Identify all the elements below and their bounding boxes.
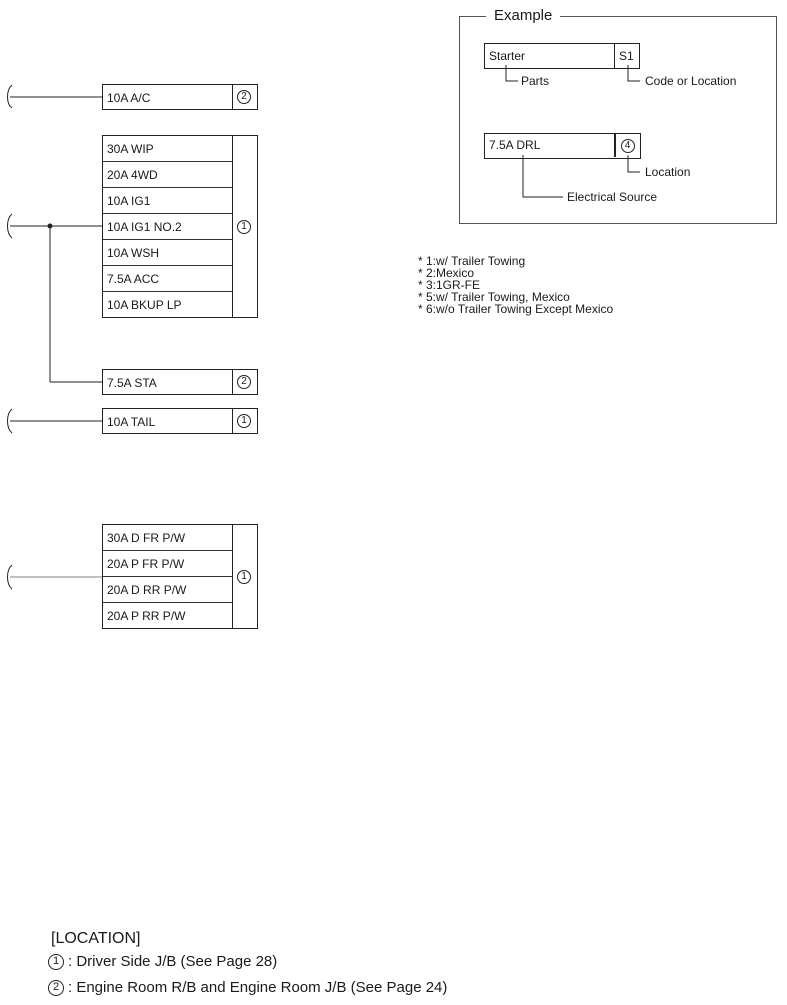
- fuse-names: 10A TAIL: [103, 409, 233, 433]
- location-legend-title: [LOCATION]: [51, 930, 141, 947]
- example-source-name: 7.5A DRL: [489, 138, 541, 152]
- fuse-label: 30A D FR P/W: [103, 525, 232, 551]
- fuse-label: 20A 4WD: [103, 162, 232, 188]
- example-source-label: Electrical Source: [567, 190, 658, 204]
- footnotes: * 1:w/ Trailer Towing * 2:Mexico * 3:1GR…: [418, 255, 613, 315]
- fuse-label: 10A IG1 NO.2: [103, 214, 232, 240]
- footnote: * 2:Mexico: [418, 266, 475, 280]
- location-number: 1: [237, 569, 251, 584]
- leader-source: [522, 155, 563, 198]
- fuse-label: 7.5A ACC: [103, 266, 232, 292]
- location-cell: 2: [231, 370, 257, 394]
- fuse-label: 20A P RR P/W: [107, 609, 186, 623]
- fuse-label: 10A IG1: [103, 188, 232, 214]
- fuse-label: 20A D RR P/W: [103, 577, 232, 603]
- footnote: * 1:w/ Trailer Towing: [418, 254, 526, 268]
- footnote: * 5:w/ Trailer Towing, Mexico: [418, 290, 570, 304]
- example-code-label: Code or Location: [645, 74, 737, 88]
- location-legend-item-2: 2 : Engine Room R/B and Engine Room J/B …: [48, 979, 447, 996]
- fuse-names: 30A D FR P/W 20A P FR P/W 20A D RR P/W 2…: [103, 525, 233, 628]
- fuse-box-main: 30A WIP 20A 4WD 10A IG1 10A IG1 NO.2 10A…: [102, 135, 258, 318]
- fuse-label: 10A TAIL: [107, 415, 156, 429]
- example-source-box: 7.5A DRL 4: [484, 133, 641, 159]
- footnote: * 3:1GR-FE: [418, 278, 481, 292]
- location-legend-number: 1: [48, 953, 64, 970]
- example-part-divider: [614, 44, 615, 68]
- wire-break-pw: [7, 564, 13, 590]
- example-part-name: Starter: [489, 49, 526, 63]
- location-cell: 1: [231, 136, 257, 317]
- leader-location: [627, 155, 640, 173]
- example-location-label: Location: [645, 165, 691, 179]
- example-source-divider: [614, 134, 616, 157]
- wire-junction-dot: [47, 223, 53, 229]
- fuse-box-power-window: 30A D FR P/W 20A P FR P/W 20A D RR P/W 2…: [102, 524, 258, 629]
- fuse-label: 10A BKUP LP: [107, 298, 182, 312]
- example-source-location: 4: [620, 138, 635, 153]
- location-number: 2: [237, 375, 251, 389]
- fuse-label: 7.5A STA: [107, 376, 157, 390]
- fuse-box-sta: 7.5A STA 2: [102, 369, 258, 395]
- example-panel: [459, 16, 777, 224]
- wire-break-ac: [7, 84, 13, 109]
- location-legend-item-1: 1 : Driver Side J/B (See Page 28): [48, 953, 277, 970]
- example-part-code: S1: [619, 49, 634, 63]
- location-cell: 1: [231, 409, 257, 433]
- fuse-label: 10A WSH: [103, 240, 232, 266]
- fuse-label: 20A P FR P/W: [103, 551, 232, 577]
- fuse-box-tail: 10A TAIL 1: [102, 408, 258, 434]
- leader-parts: [505, 65, 518, 82]
- example-part-box: Starter S1: [484, 43, 640, 69]
- example-parts-label: Parts: [521, 74, 550, 88]
- fuse-label: 30A WIP: [103, 136, 232, 162]
- example-title: Example: [486, 6, 561, 26]
- fuse-box-ac: 10A A/C 2: [102, 84, 258, 110]
- wire-break-main: [7, 213, 13, 239]
- location-number: 2: [237, 90, 251, 104]
- leader-code: [627, 65, 640, 82]
- location-number: 1: [237, 414, 251, 428]
- fuse-label: 10A A/C: [107, 91, 151, 105]
- fuse-names: 7.5A STA: [103, 370, 233, 394]
- location-legend-number: 2: [48, 979, 64, 996]
- location-cell: 2: [231, 85, 257, 109]
- fuse-names: 30A WIP 20A 4WD 10A IG1 10A IG1 NO.2 10A…: [103, 136, 233, 317]
- location-cell: 1: [231, 525, 257, 628]
- location-number: 1: [237, 219, 251, 234]
- location-legend-text: : Driver Side J/B (See Page 28): [68, 953, 278, 970]
- location-legend-text: : Engine Room R/B and Engine Room J/B (S…: [68, 979, 448, 996]
- footnote: * 6:w/o Trailer Towing Except Mexico: [418, 302, 614, 316]
- example-source-location-cell: 4: [616, 134, 639, 157]
- fuse-names: 10A A/C: [103, 85, 233, 109]
- wire-break-tail: [7, 408, 13, 434]
